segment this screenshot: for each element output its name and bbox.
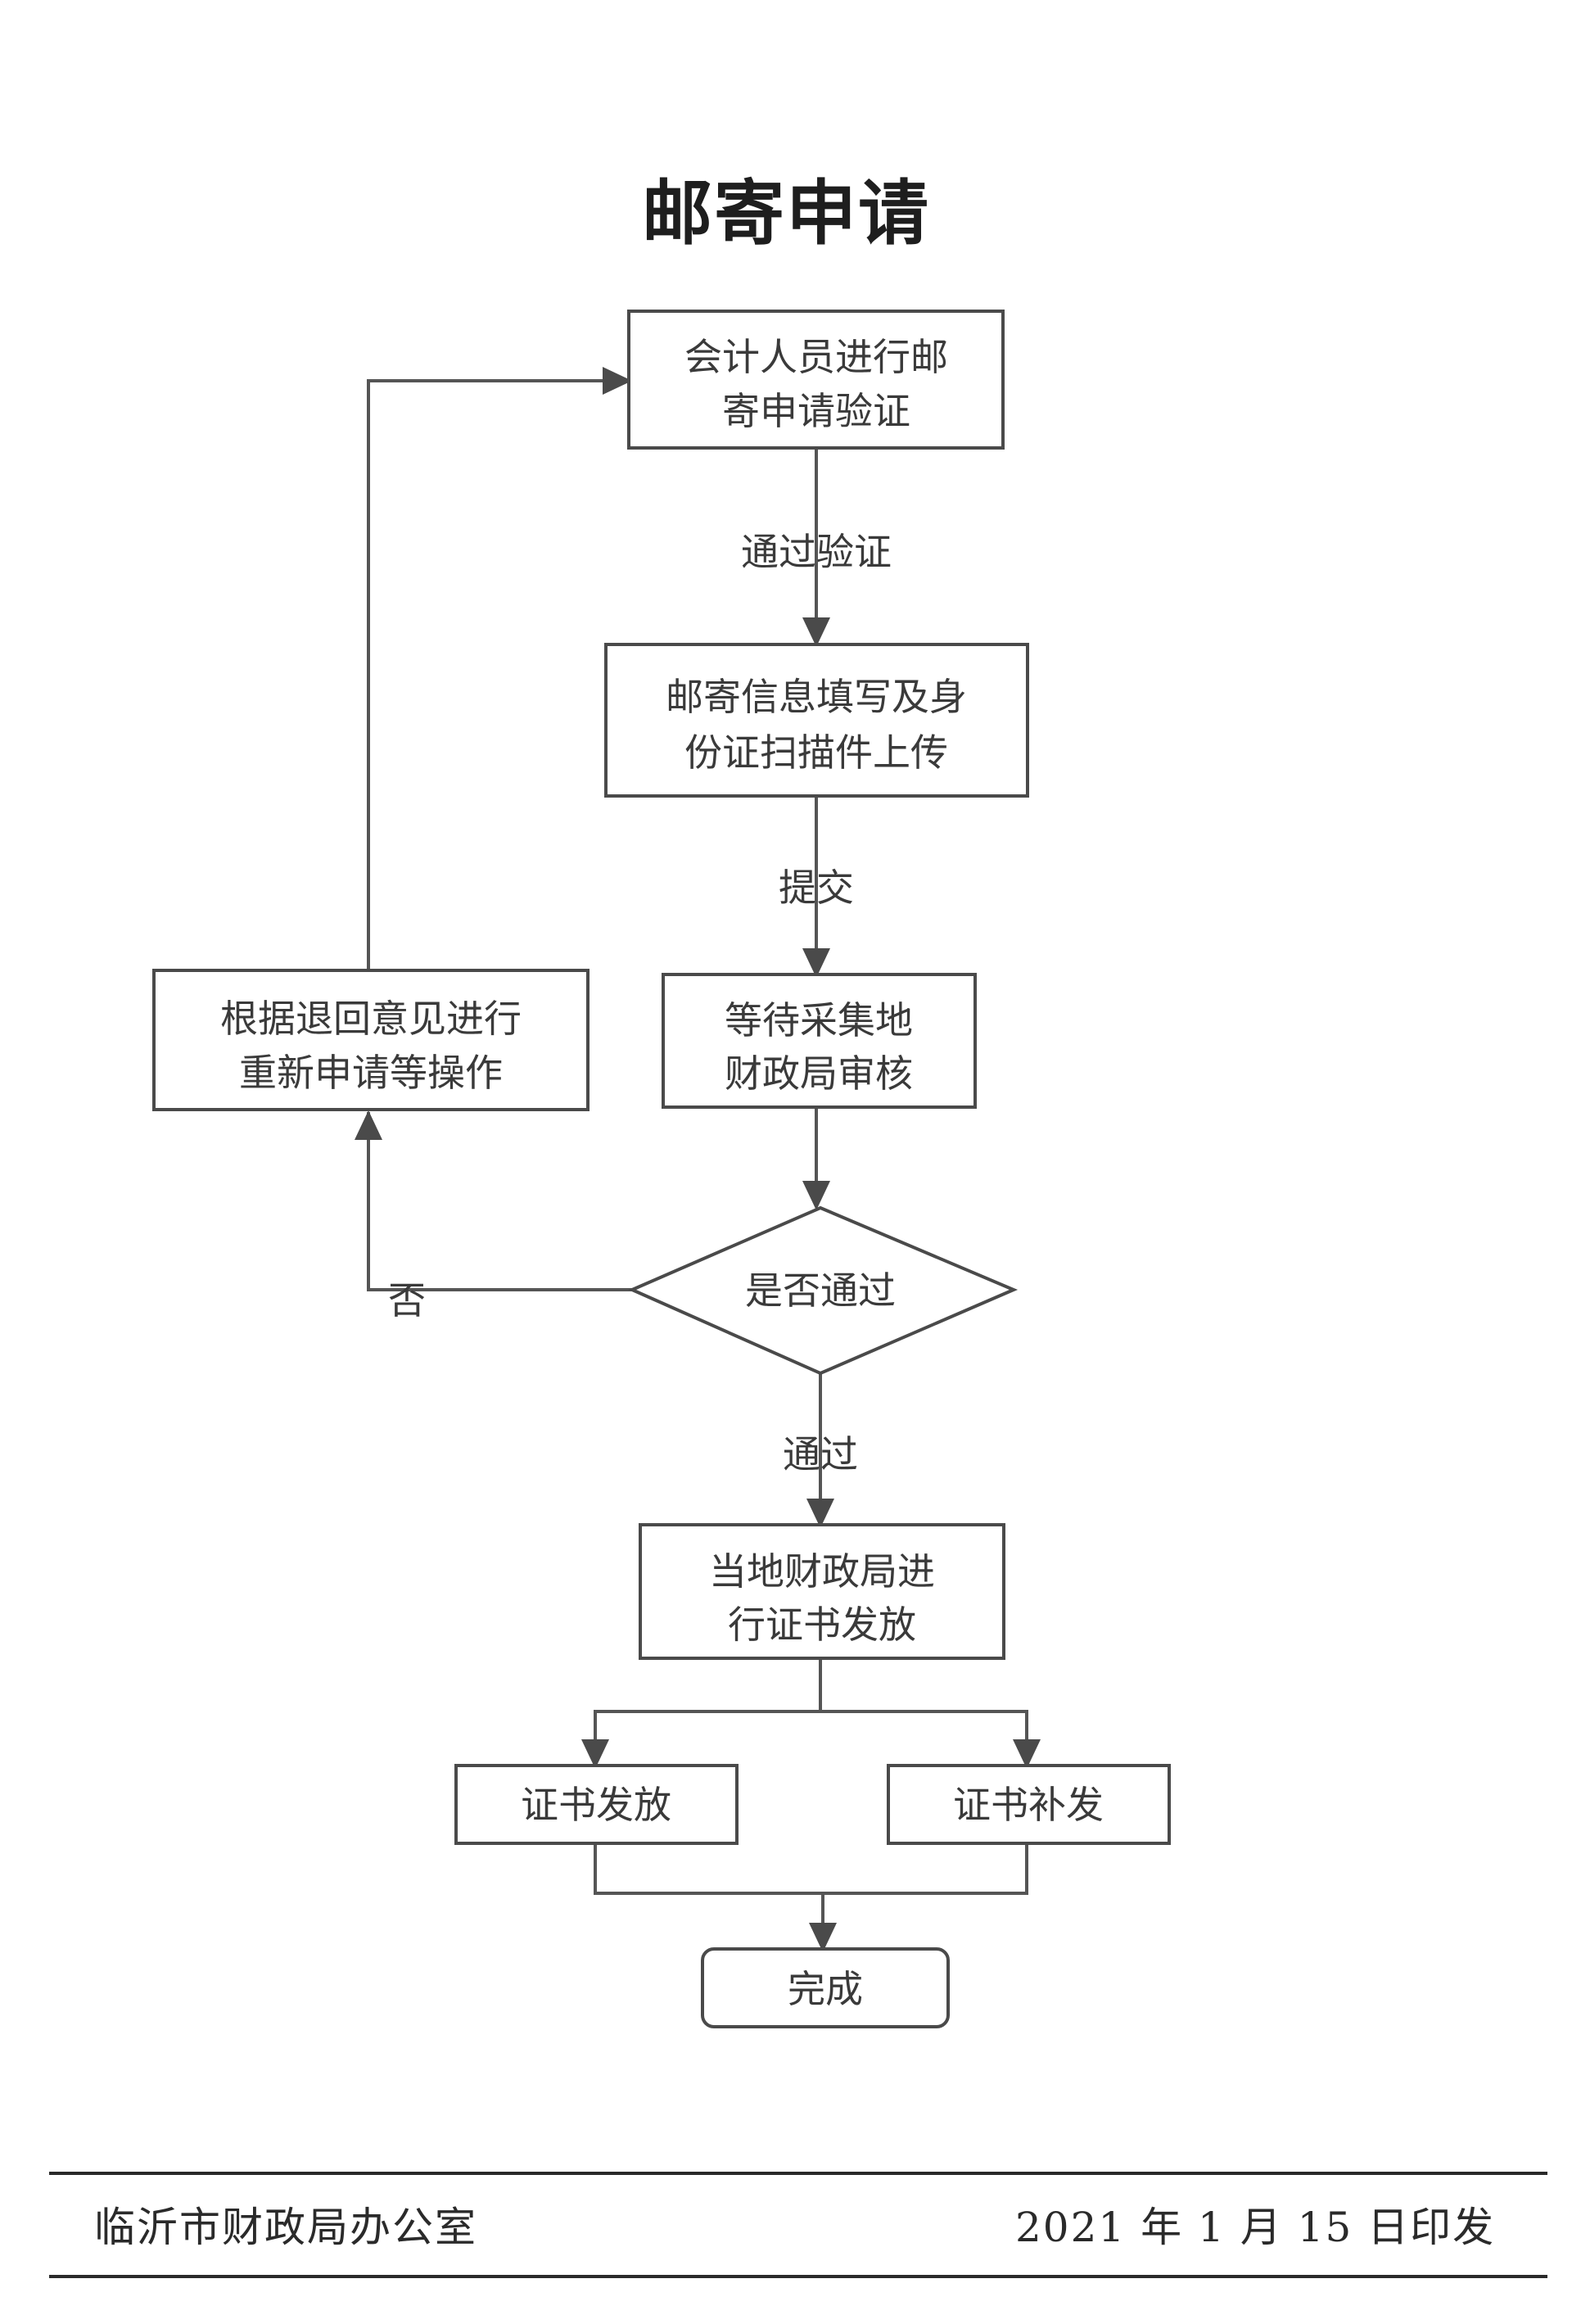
arrowhead — [355, 1110, 382, 1140]
node-reapply: 根据退回意见进行 重新申请等操作 — [152, 969, 590, 1111]
node-done: 完成 — [701, 1947, 950, 2028]
arrowhead — [802, 1181, 830, 1210]
edge-label-pass-verify: 通过验证 — [741, 530, 892, 574]
arrowhead — [809, 1923, 837, 1952]
node-cert-reissue: 证书补发 — [887, 1764, 1171, 1845]
edge-merge — [594, 1843, 1028, 1895]
node-cert-issue-label: 证书发放 — [521, 1783, 671, 1827]
edge-label-submit: 提交 — [779, 866, 854, 910]
node-decision: 是否通过 — [628, 1205, 1019, 1376]
arrowhead — [806, 1499, 834, 1528]
footer-issuer: 临沂市财政局办公室 — [94, 2204, 477, 2251]
arrowhead — [1013, 1739, 1041, 1769]
node-wait-review-line2: 财政局审核 — [725, 1051, 913, 1096]
edge-reapply-to-verify — [367, 379, 627, 970]
arrowhead — [581, 1739, 609, 1769]
node-verify-line1: 会计人员进行邮 — [684, 335, 948, 379]
node-cert-issue: 证书发放 — [454, 1764, 739, 1845]
edge-issue-split-right — [820, 1710, 1028, 1764]
node-issue-line2: 行证书发放 — [728, 1603, 916, 1647]
node-issue-line1: 当地财政局进 — [709, 1549, 935, 1594]
node-fill-info-line2: 份证扫描件上传 — [684, 730, 948, 775]
edge-label-pass: 通过 — [783, 1432, 858, 1476]
footer-top-rule — [49, 2172, 1547, 2175]
page-title: 邮寄申请 — [642, 172, 930, 255]
edge-decision-no — [367, 1112, 632, 1291]
node-reapply-line1: 根据退回意见进行 — [220, 997, 522, 1041]
arrowheads — [355, 367, 1041, 1952]
node-wait-review: 等待采集地 财政局审核 — [662, 973, 977, 1109]
edge-issue-split — [594, 1658, 822, 1764]
arrowhead — [802, 948, 830, 978]
node-verify-line2: 寄申请验证 — [722, 389, 910, 433]
node-issue: 当地财政局进 行证书发放 — [639, 1523, 1005, 1660]
node-done-label: 完成 — [788, 1967, 863, 2011]
node-verify: 会计人员进行邮 寄申请验证 — [627, 310, 1005, 450]
node-fill-info: 邮寄信息填写及身 份证扫描件上传 — [604, 643, 1029, 798]
node-reapply-line2: 重新申请等操作 — [239, 1051, 503, 1095]
footer-date: 2021 年 1 月 15 日印发 — [1015, 2204, 1496, 2251]
node-wait-review-line1: 等待采集地 — [725, 998, 913, 1042]
footer-bottom-rule — [49, 2275, 1547, 2278]
node-decision-label: 是否通过 — [745, 1268, 896, 1313]
edge-label-no: 否 — [388, 1278, 426, 1323]
connectors — [367, 379, 1028, 1947]
arrowhead — [603, 367, 632, 395]
arrowhead — [802, 617, 830, 647]
node-fill-info-line1: 邮寄信息填写及身 — [666, 675, 967, 719]
node-cert-reissue-label: 证书补发 — [953, 1783, 1104, 1827]
